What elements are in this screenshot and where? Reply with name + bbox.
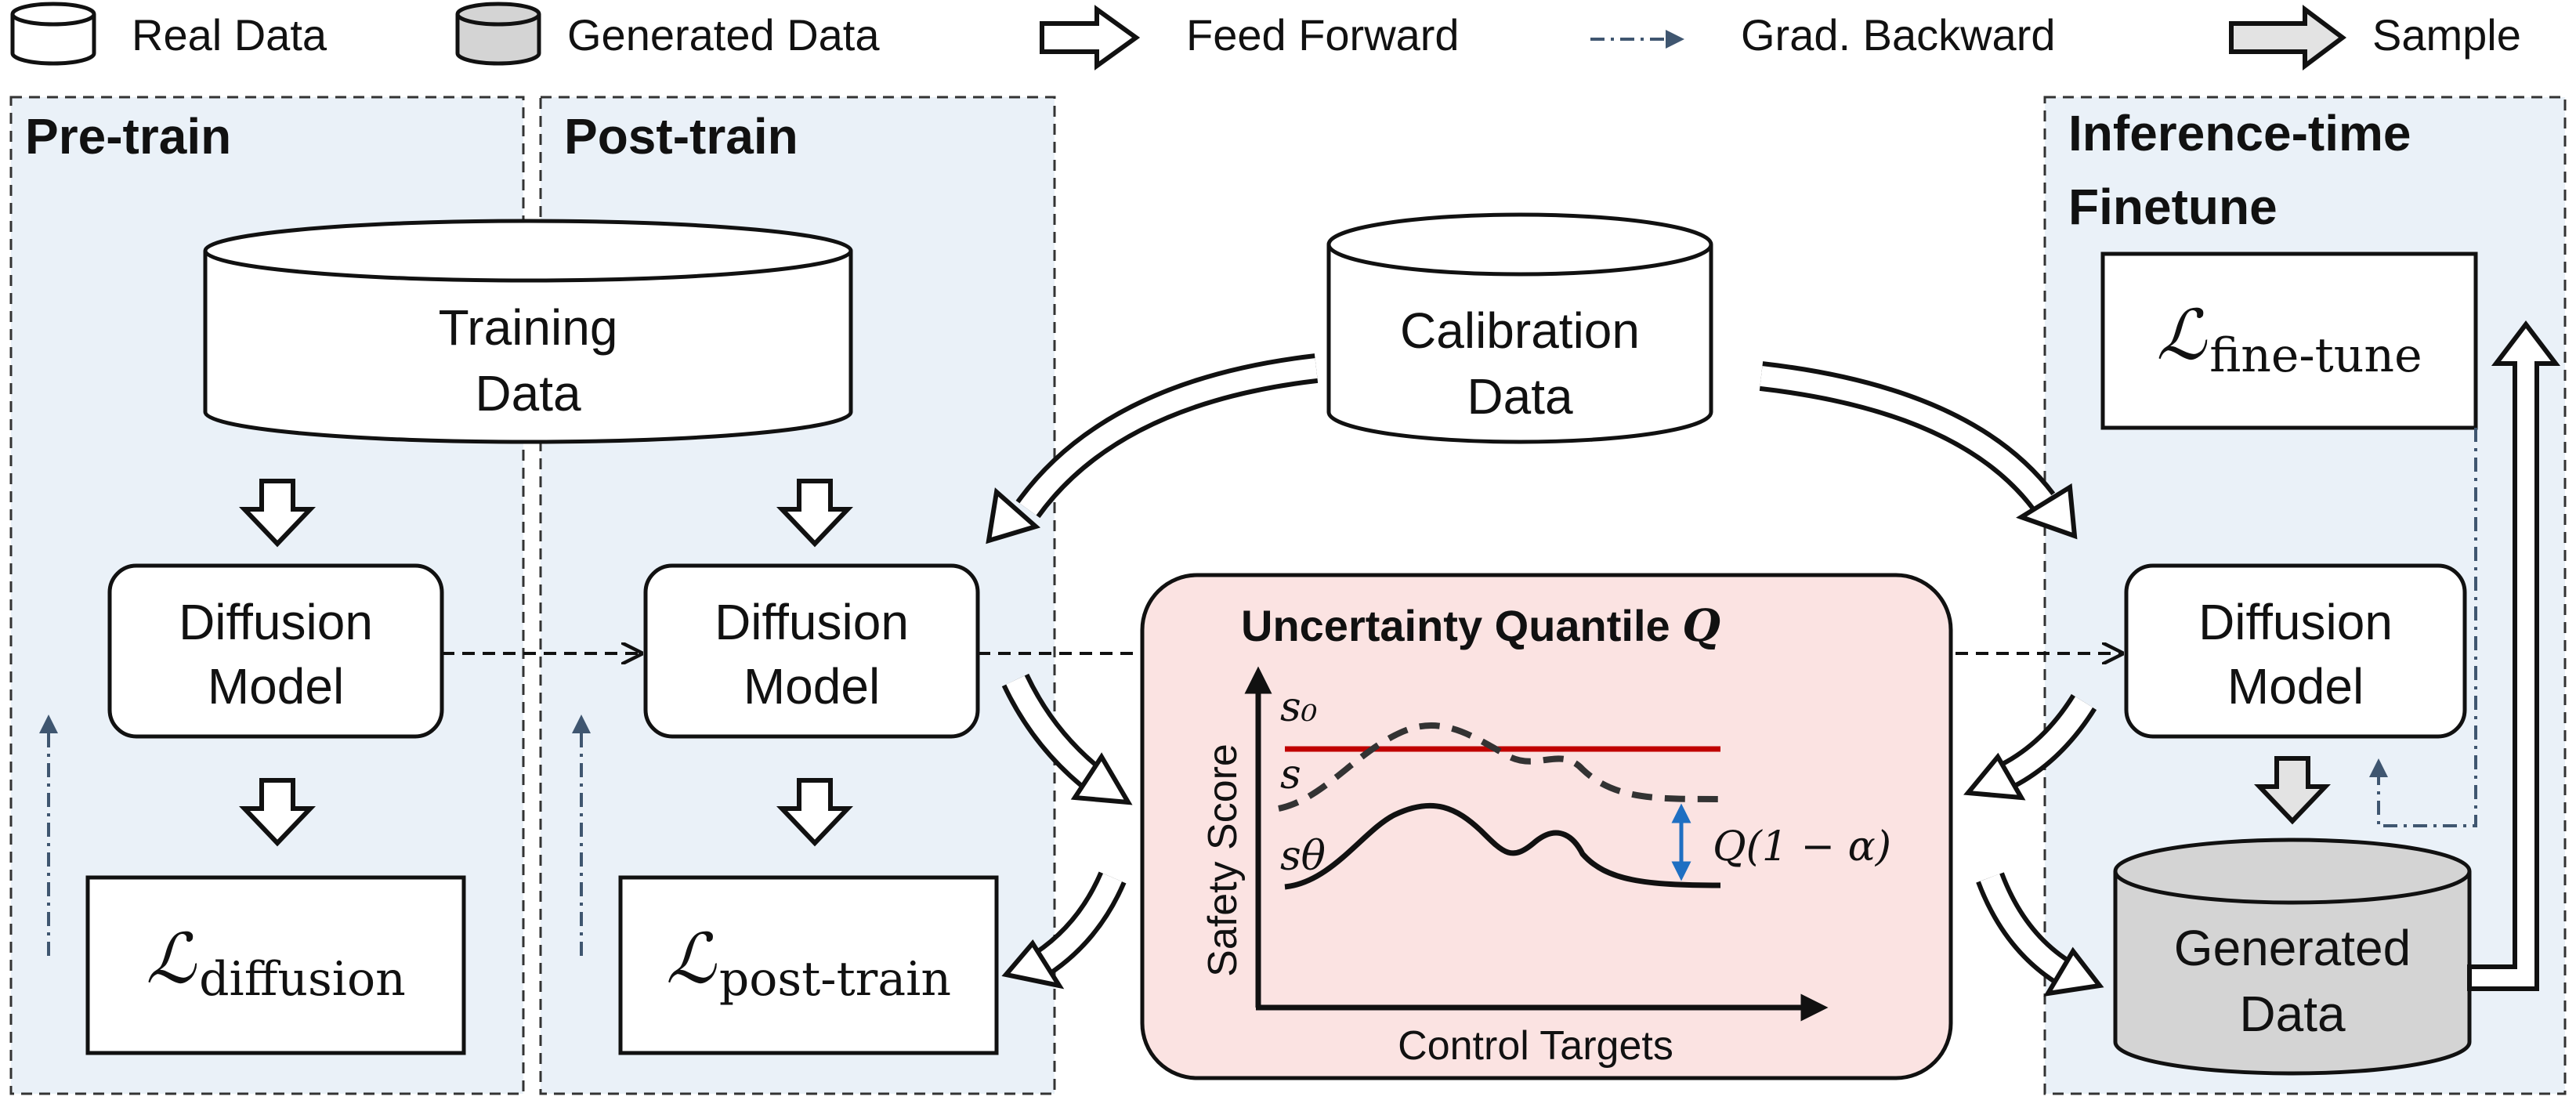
s-theta-curve [1284,802,1721,890]
quantile-x-axis-label: Control Targets [1398,1023,1673,1069]
calibration-to-posttrain-curved-arrow [986,353,1319,545]
training-data-label-line1: Training [439,299,618,356]
quantile-title-symbol: Q [1682,600,1720,652]
inference-title-line2: Finetune [2068,179,2278,235]
posttrain-model-label-line1: Diffusion [715,594,909,650]
posttrain-loss-label: ℒ post-train [666,918,951,1007]
inference-model-label-line2: Model [2227,658,2364,715]
inference-model-to-quantile-curved-arrow [1963,693,2097,801]
quantile-to-posttrain-loss-curved-arrow [1001,871,1127,990]
diffusion-loss-box: ℒ diffusion [85,875,466,1055]
legend-generated-data-label: Generated Data [567,10,880,60]
legend-feed-forward-arrow-icon [1040,5,1141,71]
generated-data-label-line2: Data [2239,986,2346,1042]
s-theta-label: sθ [1280,833,1326,880]
pretrain-model-label-line1: Diffusion [179,594,373,650]
quantile-value-label: Q(1 − α) [1713,823,1891,870]
posttrain-model-label-line2: Model [743,658,880,715]
posttrain-data-to-model-arrow [776,479,854,548]
legend-sample-arrow-icon [2229,5,2346,71]
quantile-title-text: Uncertainty Quantile [1241,601,1682,650]
legend-real-data-icon [10,2,96,66]
inference-title-line1: Inference-time [2068,105,2411,161]
diffusion-loss-subscript: diffusion [199,952,406,1007]
loss-symbol: ℒ [666,918,717,999]
pretrain-model-to-loss-arrow [238,778,317,847]
posttrain-model-to-loss-arrow [776,778,854,847]
finetune-loss-box: ℒ fine-tune [2100,251,2478,430]
pretrain-data-to-model-arrow [238,479,317,548]
calibration-data-label-line2: Data [1467,368,1573,425]
pretrain-model-label-line2: Model [208,658,344,715]
legend: Real Data Generated Data Feed Forward Gr… [10,2,2521,71]
calibration-data-label-line1: Calibration [1400,302,1640,359]
legend-grad-backward-label: Grad. Backward [1741,10,2056,60]
calibration-to-inference-curved-arrow [1759,361,2078,540]
inference-model-to-generated-sample-arrow [2253,756,2332,825]
training-data-label-line2: Data [475,365,581,422]
calibration-data-cylinder: Calibration Data [1326,212,1713,444]
generated-data-label-line1: Generated [2174,920,2411,976]
diffusion-loss-label: ℒ diffusion [146,918,405,1007]
posttrain-model-to-quantile-curved-arrow [1001,673,1133,805]
legend-feed-forward-label: Feed Forward [1186,10,1460,60]
training-data-cylinder: Training Data [203,219,853,444]
quantile-title: Uncertainty Quantile Q [1241,600,1720,652]
loss-symbol: ℒ [146,918,197,999]
inference-diffusion-model-box: Diffusion Model [2124,563,2467,739]
pretrain-title: Pre-train [25,108,231,165]
posttrain-loss-subscript: post-train [719,952,951,1007]
legend-sample-label: Sample [2372,10,2521,60]
s-dashed-curve [1278,722,1721,812]
generated-data-cylinder: Generated Data [2113,838,2472,1076]
finetune-loss-subscript: fine-tune [2209,328,2422,383]
finetune-grad-backward-arrow [2369,428,2477,827]
uncertainty-quantile-panel: Uncertainty Quantile Q Safety Score Cont… [1140,573,1953,1080]
posttrain-loss-box: ℒ post-train [618,875,999,1055]
inference-model-label-line1: Diffusion [2198,594,2393,650]
posttrain-title: Post-train [564,108,798,165]
generated-to-finetune-sample-arrow [2467,320,2561,991]
quantile-to-generated-curved-arrow [1976,872,2104,997]
finetune-loss-label: ℒ fine-tune [2156,295,2422,383]
quantile-y-axis-label: Safety Score [1200,744,1246,977]
legend-generated-data-icon [455,2,541,66]
pretrain-diffusion-model-box: Diffusion Model [107,563,444,739]
s-label: s [1280,751,1301,798]
legend-real-data-label: Real Data [132,10,327,60]
s0-label: s₀ [1280,684,1318,731]
loss-symbol: ℒ [2156,295,2207,375]
posttrain-diffusion-model-box: Diffusion Model [643,563,980,739]
